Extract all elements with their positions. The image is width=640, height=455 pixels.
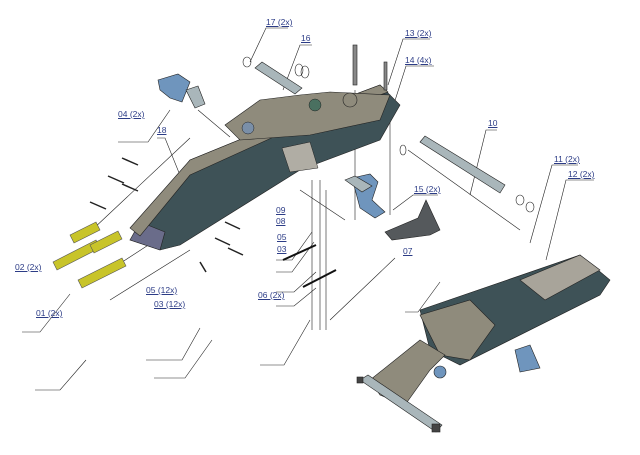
callout-01: 01 (2x): [36, 308, 63, 318]
callout-05: 05: [277, 232, 287, 242]
mount-bracket-04: [157, 73, 386, 219]
springs-06: [282, 244, 337, 288]
callout-08: 08: [276, 216, 286, 226]
callout-06: 06 (2x): [258, 290, 285, 300]
callout-12: 12 (2x): [568, 169, 595, 179]
callout-03: 03: [277, 244, 287, 254]
pins: [242, 44, 535, 213]
part-07: [384, 199, 441, 241]
callout-09: 09: [276, 205, 286, 215]
callout-11: 11 (2x): [554, 154, 580, 164]
assembled-view: [356, 254, 611, 433]
callout-18: 18: [157, 125, 167, 135]
callout-17: 17 (2x): [266, 17, 293, 27]
screws: [89, 157, 244, 273]
callout-10: 10: [488, 118, 498, 128]
main-arm-18: [129, 84, 401, 251]
yellow-inserts: [52, 221, 127, 289]
callout-16: 16: [301, 33, 311, 43]
callout-13: 13 (2x): [405, 28, 432, 38]
callout-02: 02 (2x): [15, 262, 42, 272]
callout-14: 14 (4x): [405, 55, 432, 65]
callout-05-12x: 05 (12x): [146, 285, 178, 295]
callout-04: 04 (2x): [118, 109, 145, 119]
callout-07: 07: [403, 246, 413, 256]
callout-03-12x: 03 (12x): [154, 299, 186, 309]
callout-15: 15 (2x): [414, 184, 441, 194]
